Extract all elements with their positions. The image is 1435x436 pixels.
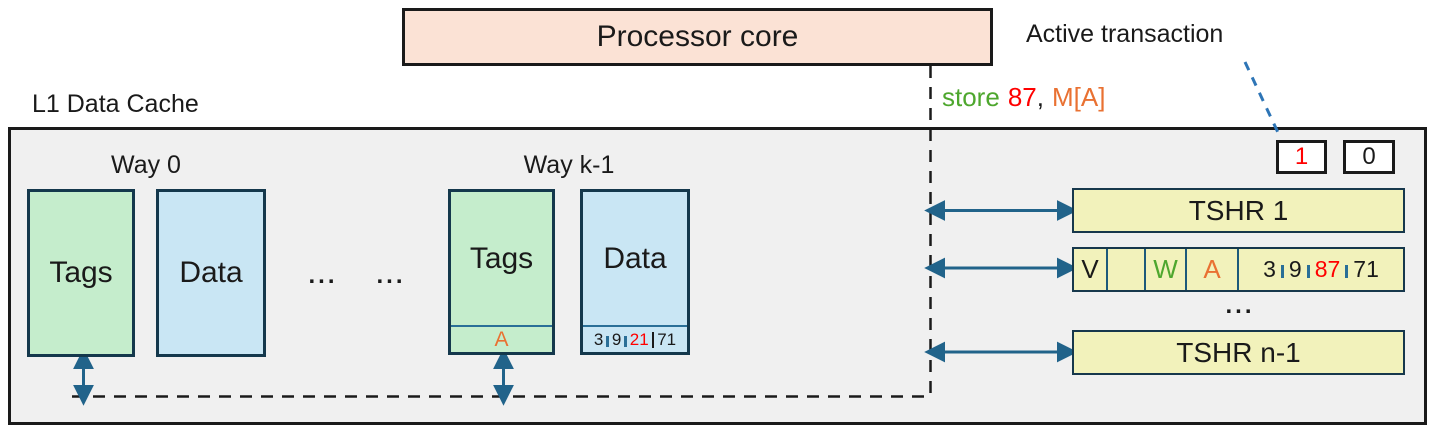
wayk1-tag-entry-row: A xyxy=(451,325,552,352)
way0-tags-label: Tags xyxy=(49,256,113,289)
tshr-word-1: 9 xyxy=(1288,256,1302,282)
way0-label: Way 0 xyxy=(111,151,181,179)
tshr-valid-bit: V xyxy=(1081,254,1099,284)
tshr-address-value: A xyxy=(1203,254,1221,284)
transaction-flag-1-value: 1 xyxy=(1294,143,1309,170)
tshr-word-3: 71 xyxy=(1353,256,1379,282)
data-word-1: 9 xyxy=(611,329,622,349)
tshrn1-label: TSHR n-1 xyxy=(1176,336,1301,368)
way0-tags-box: Tags xyxy=(27,189,135,357)
l1-cache-title: L1 Data Cache xyxy=(32,90,199,118)
way0-data-box: Data xyxy=(156,189,266,357)
way0-data-label: Data xyxy=(179,256,243,289)
data-word-2-updated: 21 xyxy=(629,329,649,349)
tshr-write-bit-cell: W xyxy=(1144,249,1185,290)
tshr1-label: TSHR 1 xyxy=(1188,194,1289,226)
store-address: M[A] xyxy=(1051,82,1106,112)
store-comma: , xyxy=(1036,82,1044,112)
store-value: 87 xyxy=(1007,82,1037,112)
tshr-address-cell: A xyxy=(1185,249,1237,290)
wayk1-tag-entry: A xyxy=(494,327,509,351)
transaction-flag-0: 0 xyxy=(1343,140,1395,174)
tshr-valid-bit-cell: V xyxy=(1074,249,1106,290)
data-word-0: 3 xyxy=(593,329,604,349)
processor-core-label: Processor core xyxy=(596,20,799,53)
wayk1-data-label: Data xyxy=(603,241,667,275)
wayk1-tags-box: Tags A xyxy=(448,189,555,355)
store-opcode: store xyxy=(942,82,1000,112)
active-transaction-label: Active transaction xyxy=(1026,20,1224,48)
tshr-write-bit: W xyxy=(1153,254,1178,284)
tshr-empty-cell xyxy=(1106,249,1144,290)
wayk1-tags-label: Tags xyxy=(469,241,534,275)
data-word-3: 71 xyxy=(657,329,677,349)
tshr-word-2-updated: 87 xyxy=(1314,256,1341,282)
tshrn1-box: TSHR n-1 xyxy=(1072,330,1405,375)
tshr1-box: TSHR 1 xyxy=(1072,188,1405,233)
tshr-ellipsis: ... xyxy=(1225,292,1255,319)
tshr-word-0: 3 xyxy=(1263,256,1276,282)
transaction-flag-0-value: 0 xyxy=(1362,143,1376,170)
wayk1-label: Way k-1 xyxy=(523,151,615,179)
way-ellipsis-2: ... xyxy=(376,262,406,289)
way-ellipsis-1: ... xyxy=(308,262,338,289)
processor-core-box: Processor core xyxy=(402,8,993,66)
transaction-flag-1: 1 xyxy=(1276,140,1327,174)
